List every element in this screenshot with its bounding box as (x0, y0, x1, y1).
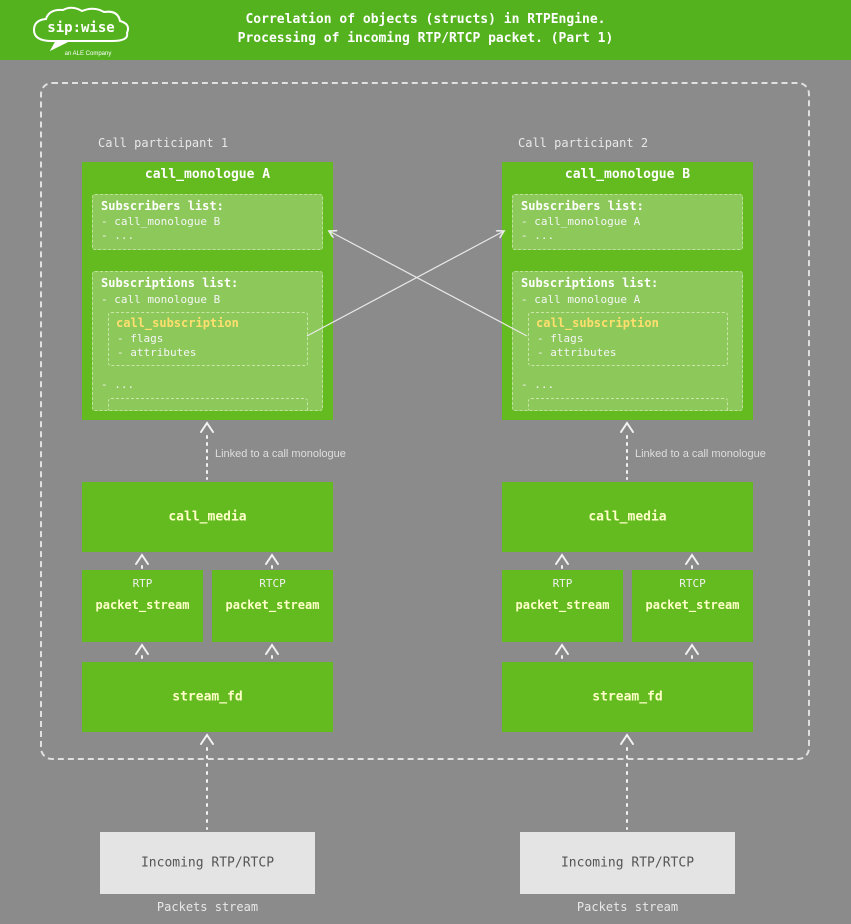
participant-label: Call participant 1 (98, 136, 229, 150)
subscribers-title: Subscribers list: (101, 199, 224, 213)
subscription-attr-item: - attributes (537, 346, 617, 359)
subscriber-item: - call_monologue A (521, 215, 641, 228)
subscriptions-list-box: Subscriptions list: - call monologue A c… (512, 271, 743, 411)
page-title-line2: Processing of incoming RTP/RTCP packet. … (237, 31, 614, 46)
call-monologue-title: call_monologue B (564, 167, 691, 182)
stream-fd-box: stream_fd (82, 662, 333, 732)
packet-stream-title: packet_stream (645, 598, 740, 612)
subscription-flag-item: - flags (117, 332, 164, 345)
subscriber-item: - ... (101, 229, 135, 242)
call-monologue-box: call_monologue B Subscribers list: - cal… (502, 162, 753, 420)
linked-monologue-label: Linked to a call monologue (215, 448, 346, 460)
call-monologue-title: call_monologue A (144, 167, 271, 182)
subscription-attr-item: - attributes (117, 346, 197, 359)
call-media-title: call_media (168, 509, 247, 525)
subscribers-list-box: Subscribers list: - call_monologue A - .… (512, 194, 743, 250)
call-subscription-box: call_subscription - flags - attributes (528, 312, 728, 366)
call-media-box: call_media (502, 482, 753, 552)
stream-fd-title: stream_fd (592, 689, 663, 705)
partial-subscription-box (528, 398, 728, 410)
subscription-item: - call monologue A (521, 293, 641, 306)
packet-stream-rtcp-box: RTCP packet_stream (212, 570, 333, 642)
subscriber-item: - call_monologue B (101, 215, 221, 228)
rtp-label: RTP (552, 577, 573, 590)
subscribers-title: Subscribers list: (521, 199, 644, 213)
subscriptions-title: Subscriptions list: (101, 276, 239, 290)
subscriptions-more: - ... (521, 378, 555, 391)
incoming-packet-text: Incoming RTP/RTCP (140, 855, 275, 871)
call-subscription-box: call_subscription - flags - attributes (108, 312, 308, 366)
stream-fd-title: stream_fd (172, 689, 243, 705)
sipwise-logo: sip:wise an ALE Company (32, 6, 130, 57)
diagram-boundary (40, 82, 810, 760)
subscriptions-title: Subscriptions list: (521, 276, 659, 290)
packet-stream-rtcp-box: RTCP packet_stream (632, 570, 753, 642)
partial-subscription-box (108, 398, 308, 410)
call-media-box: call_media (82, 482, 333, 552)
header-bar: sip:wise an ALE Company Correlation of o… (0, 0, 851, 60)
incoming-packet-box: Incoming RTP/RTCP (100, 832, 315, 894)
subscriptions-more: - ... (101, 378, 135, 391)
call-monologue-box: call_monologue A Subscribers list: - cal… (82, 162, 333, 420)
packets-stream-label: Packets stream (156, 900, 259, 914)
call-subscription-title: call_subscription (116, 316, 239, 330)
rtcp-label: RTCP (259, 577, 286, 590)
incoming-packet-text: Incoming RTP/RTCP (560, 855, 695, 871)
participant-1-column: Call participant 1 call_monologue A Subs… (82, 0, 346, 924)
subscription-flag-item: - flags (537, 332, 584, 345)
packet-stream-title: packet_stream (515, 598, 610, 612)
incoming-packet-box: Incoming RTP/RTCP (520, 832, 735, 894)
stream-fd-box: stream_fd (502, 662, 753, 732)
packet-stream-title: packet_stream (225, 598, 320, 612)
page-title-line1: Correlation of objects (structs) in RTPE… (245, 12, 606, 27)
logo-subtext: an ALE Company (65, 51, 112, 57)
packet-stream-rtp-box: RTP packet_stream (502, 570, 623, 642)
subscriber-item: - ... (521, 229, 555, 242)
linked-monologue-label: Linked to a call monologue (635, 448, 766, 460)
participant-label: Call participant 2 (518, 136, 649, 150)
packet-stream-title: packet_stream (95, 598, 190, 612)
subscriptions-list-box: Subscriptions list: - call monologue B c… (92, 271, 323, 411)
subscription-item: - call monologue B (101, 293, 221, 306)
page-title: Correlation of objects (structs) in RTPE… (0, 10, 851, 48)
call-subscription-title: call_subscription (536, 316, 659, 330)
participant-2-column: Call participant 2 call_monologue B Subs… (502, 0, 766, 924)
logo-text: sip:wise (47, 20, 114, 36)
rtp-label: RTP (132, 577, 153, 590)
subscribers-list-box: Subscribers list: - call_monologue B - .… (92, 194, 323, 250)
packet-stream-rtp-box: RTP packet_stream (82, 570, 203, 642)
call-media-title: call_media (588, 509, 667, 525)
packets-stream-label: Packets stream (576, 900, 679, 914)
rtcp-label: RTCP (679, 577, 706, 590)
